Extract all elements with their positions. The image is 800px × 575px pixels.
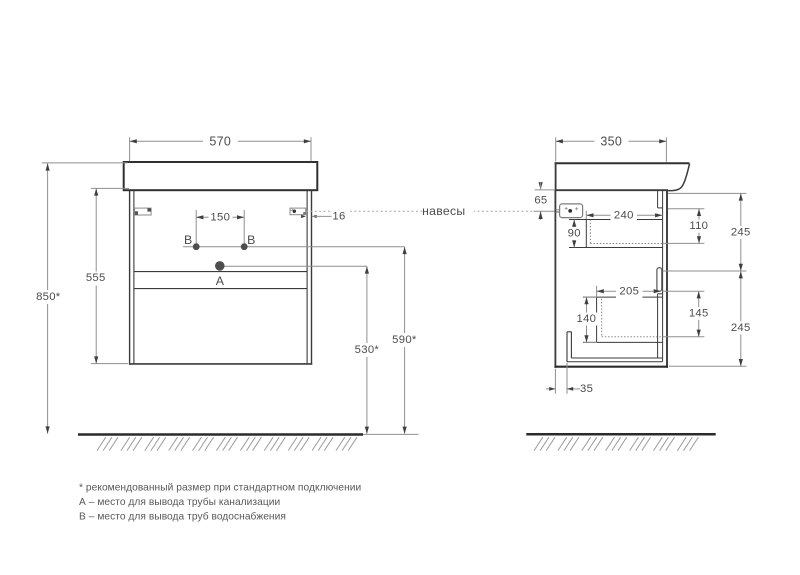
svg-text:555: 555	[86, 272, 106, 284]
svg-text:65: 65	[534, 194, 547, 206]
svg-text:навесы: навесы	[422, 204, 465, 218]
svg-text:16: 16	[332, 211, 345, 223]
svg-text:240: 240	[614, 209, 634, 221]
svg-text:140: 140	[577, 313, 597, 325]
svg-text:90: 90	[568, 228, 581, 240]
svg-text:850*: 850*	[36, 291, 61, 303]
svg-text:570: 570	[209, 135, 231, 149]
svg-text:B: B	[247, 233, 256, 247]
svg-text:590*: 590*	[392, 334, 417, 346]
svg-text:А – место для вывода трубы кан: А – место для вывода трубы канализации	[79, 496, 280, 508]
svg-text:350: 350	[600, 135, 622, 149]
svg-text:110: 110	[689, 220, 708, 232]
svg-text:* рекомендованный размер при с: * рекомендованный размер при стандартном…	[79, 482, 361, 493]
svg-text:150: 150	[210, 212, 230, 224]
svg-text:B: B	[184, 233, 193, 247]
svg-text:205: 205	[619, 285, 639, 297]
svg-text:245: 245	[731, 322, 751, 334]
svg-text:145: 145	[689, 308, 709, 320]
svg-text:35: 35	[580, 383, 593, 395]
svg-text:В – место для вывода труб водо: В – место для вывода труб водоснабжения	[79, 510, 286, 522]
svg-text:530*: 530*	[355, 344, 380, 356]
svg-text:A: A	[216, 274, 225, 288]
svg-text:245: 245	[731, 227, 751, 239]
